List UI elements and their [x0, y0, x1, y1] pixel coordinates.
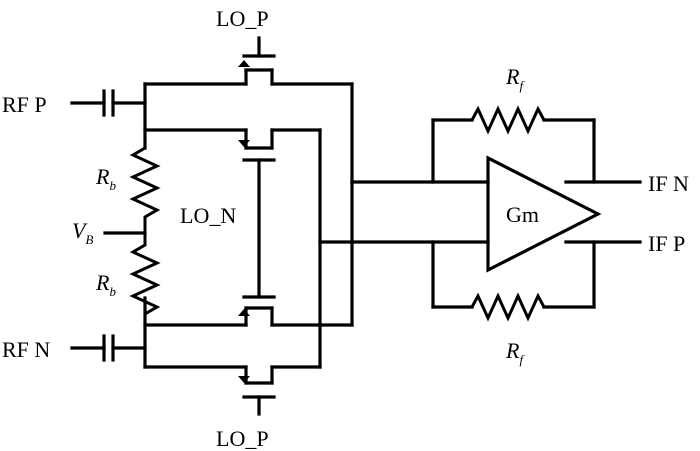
transistor-m4	[143, 365, 322, 416]
rf-p-label: RF P	[2, 92, 47, 117]
rf-p-capacitor	[70, 89, 147, 117]
rf-top-label: Rf	[505, 64, 525, 93]
rb-top-resistor	[129, 130, 161, 233]
transistor-m2	[143, 128, 322, 162]
rf-n-label: RF N	[2, 337, 50, 362]
rf-feedback-bottom	[431, 240, 596, 322]
rf-n-capacitor	[70, 334, 147, 362]
gm-amplifier	[486, 155, 602, 273]
if-n-label: IF N	[648, 171, 689, 196]
transistor-m1	[143, 36, 354, 86]
rb-bottom-resistor	[129, 233, 161, 325]
lo-p-bottom-label: LO_P	[216, 426, 269, 451]
rf-bottom-label: Rf	[505, 338, 525, 367]
lo-p-top-label: LO_P	[216, 6, 269, 31]
rb-bottom-label: Rb	[95, 270, 116, 299]
rb-top-label: Rb	[95, 164, 116, 193]
rf-feedback-top	[431, 105, 596, 184]
gm-label: Gm	[506, 202, 539, 227]
vb-label: VB	[72, 218, 93, 247]
lo-n-label: LO_N	[180, 203, 236, 228]
transistor-m3	[143, 295, 354, 327]
if-p-label: IF P	[648, 231, 685, 256]
